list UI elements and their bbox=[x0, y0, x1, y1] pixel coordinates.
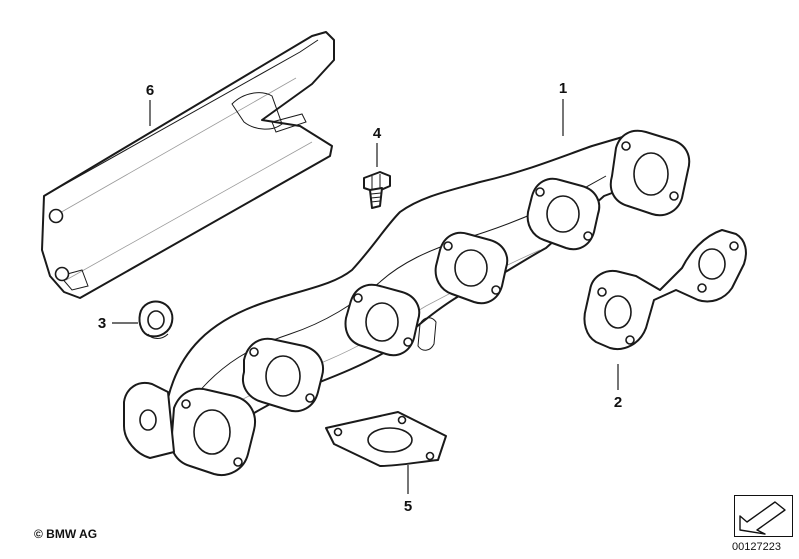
callout-4: 4 bbox=[373, 125, 382, 142]
callout-3: 3 bbox=[98, 315, 106, 332]
callout-1: 1 bbox=[559, 80, 567, 97]
callout-2: 2 bbox=[614, 394, 622, 411]
diagram-number: 00127223 bbox=[732, 541, 781, 553]
arrow-icon bbox=[739, 501, 786, 535]
direction-box bbox=[734, 495, 793, 537]
bolt[interactable] bbox=[363, 171, 391, 209]
turbo-gasket[interactable] bbox=[325, 411, 447, 467]
sleeve-nut[interactable] bbox=[138, 300, 174, 339]
callout-6: 6 bbox=[146, 82, 154, 99]
callout-5: 5 bbox=[404, 498, 412, 515]
exhaust-manifold[interactable] bbox=[123, 129, 691, 476]
manifold-gasket[interactable] bbox=[583, 229, 747, 350]
heat-shield[interactable] bbox=[41, 31, 335, 299]
copyright-label: © BMW AG bbox=[34, 527, 98, 541]
